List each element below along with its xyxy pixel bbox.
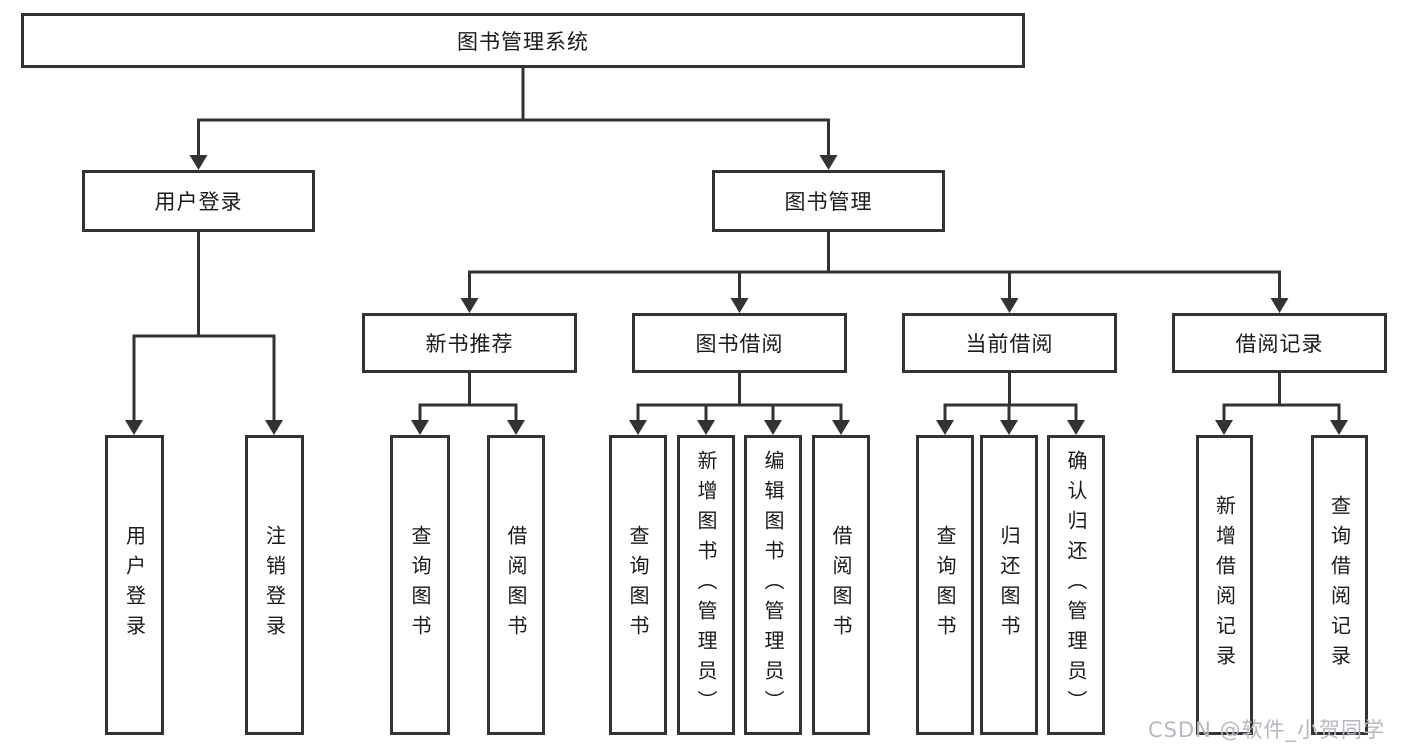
node-label: 查询借阅记录 xyxy=(1327,495,1352,675)
node-label: 图书借阅 xyxy=(695,332,784,356)
node-user-login: 用户登录 xyxy=(82,170,315,232)
node-new-book-recommend: 新书推荐 xyxy=(362,313,577,373)
leaf-return-books: 归还图书 xyxy=(980,435,1038,735)
node-label: 借阅图书 xyxy=(829,525,853,645)
node-label: 新书推荐 xyxy=(425,332,514,356)
node-label: 确认归还（管理员） xyxy=(1064,450,1088,720)
leaf-query-borrow-record: 查询借阅记录 xyxy=(1311,435,1368,735)
leaf-query-books-recommend: 查询图书 xyxy=(390,435,450,735)
node-label: 借阅记录 xyxy=(1235,332,1324,356)
node-label: 查询图书 xyxy=(626,525,650,645)
leaf-logout: 注销登录 xyxy=(245,435,304,735)
leaf-confirm-return-admin: 确认归还（管理员） xyxy=(1047,435,1105,735)
leaf-borrow-books: 借阅图书 xyxy=(812,435,870,735)
leaf-add-books-admin: 新增图书（管理员） xyxy=(677,435,735,735)
node-label: 图书管理系统 xyxy=(457,29,589,54)
node-label: 图书管理 xyxy=(784,190,873,214)
node-label: 用户登录 xyxy=(154,190,243,214)
node-borrow-records: 借阅记录 xyxy=(1172,313,1387,373)
csdn-watermark: CSDN @软件_小贺同学 xyxy=(1148,718,1386,742)
node-label: 注销登录 xyxy=(262,525,287,645)
node-label: 新增借阅记录 xyxy=(1212,495,1237,675)
node-label: 归还图书 xyxy=(997,525,1021,645)
leaf-query-books-borrow: 查询图书 xyxy=(609,435,667,735)
node-book-management: 图书管理 xyxy=(712,170,945,232)
node-book-borrowing: 图书借阅 xyxy=(632,313,847,373)
node-current-borrowing: 当前借阅 xyxy=(902,313,1117,373)
leaf-add-borrow-record: 新增借阅记录 xyxy=(1196,435,1253,735)
edge-arrowheads xyxy=(125,155,1348,435)
node-label: 借阅图书 xyxy=(504,525,528,645)
leaf-borrow-books-recommend: 借阅图书 xyxy=(487,435,545,735)
node-library-system: 图书管理系统 xyxy=(21,13,1025,68)
node-label: 查询图书 xyxy=(408,525,432,645)
leaf-user-login: 用户登录 xyxy=(105,435,164,735)
edge-lines xyxy=(132,68,1341,421)
node-label: 用户登录 xyxy=(122,525,147,645)
leaf-edit-books-admin: 编辑图书（管理员） xyxy=(744,435,802,735)
leaf-query-books-current: 查询图书 xyxy=(916,435,974,735)
node-label: 当前借阅 xyxy=(965,332,1054,356)
node-label: 新增图书（管理员） xyxy=(694,450,718,720)
node-label: 查询图书 xyxy=(933,525,957,645)
node-label: 编辑图书（管理员） xyxy=(761,450,785,720)
